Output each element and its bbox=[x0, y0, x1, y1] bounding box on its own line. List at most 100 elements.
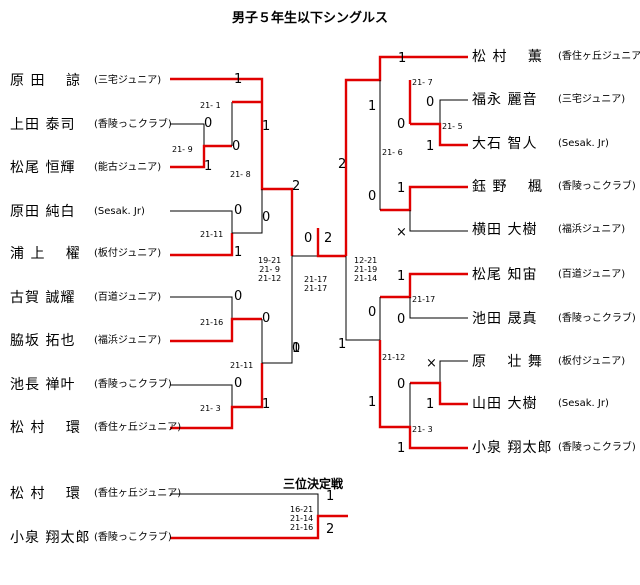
right-player-team: (香陵っこクラブ) bbox=[558, 313, 636, 324]
match-score: 21-16 bbox=[200, 318, 224, 327]
left-player-name: 原 田 諒 bbox=[10, 73, 81, 89]
right-player-team: (板付ジュニア) bbox=[558, 356, 626, 367]
third-place-player-name: 松 村 環 bbox=[10, 486, 81, 502]
bracket-line bbox=[345, 256, 381, 341]
bracket-line bbox=[316, 228, 346, 258]
right-player-team: (香陵っこクラブ) bbox=[558, 442, 636, 453]
game-mark: 1 bbox=[368, 395, 377, 410]
third-place-mark: 2 bbox=[326, 522, 335, 537]
game-mark: 1 bbox=[338, 337, 347, 352]
bracket-line bbox=[170, 123, 205, 146]
game-mark: 0 bbox=[426, 95, 435, 110]
bracket-line bbox=[170, 363, 264, 430]
game-mark: 1 bbox=[368, 99, 377, 114]
game-mark: 1 bbox=[426, 397, 435, 412]
match-score: 12-21 21-19 21-14 bbox=[354, 256, 378, 283]
match-score: 21- 1 bbox=[200, 101, 221, 110]
left-player-name: 浦 上 櫂 bbox=[10, 246, 81, 262]
game-mark: 2 bbox=[292, 179, 301, 194]
match-score: 21- 9 bbox=[172, 145, 193, 154]
left-player-name: 古賀 誠耀 bbox=[10, 290, 76, 306]
game-mark: 1 bbox=[398, 51, 407, 66]
bracket-line bbox=[170, 493, 319, 516]
right-player-team: (三宅ジュニア) bbox=[558, 94, 626, 105]
game-mark: 1 bbox=[397, 269, 406, 284]
match-score: 16-21 21-14 21-16 bbox=[290, 505, 314, 532]
right-player-name: 横田 大樹 bbox=[472, 222, 538, 238]
game-mark: 0 bbox=[232, 139, 241, 154]
game-mark: 0 bbox=[262, 210, 271, 225]
bracket-line bbox=[380, 185, 468, 212]
bracket-line bbox=[409, 297, 468, 319]
game-mark: 1 bbox=[204, 159, 213, 174]
game-mark: 0 bbox=[234, 203, 243, 218]
left-player-team: (三宅ジュニア) bbox=[94, 75, 162, 86]
right-player-team: (香住ヶ丘ジュニア) bbox=[558, 51, 640, 62]
left-player-team: (板付ジュニア) bbox=[94, 248, 162, 259]
bracket-line bbox=[170, 317, 262, 343]
game-mark: 1 bbox=[234, 72, 243, 87]
left-player-name: 池長 禅叶 bbox=[10, 377, 76, 393]
final-mark: 2 bbox=[324, 231, 333, 246]
match-score: 21-11 bbox=[230, 361, 254, 370]
left-player-name: 松 村 環 bbox=[10, 420, 81, 436]
bracket-line bbox=[170, 77, 264, 123]
bracket-line bbox=[170, 210, 233, 233]
match-score: 19-21 21- 9 21-12 bbox=[258, 256, 282, 283]
right-player-name: 池田 晟真 bbox=[472, 311, 538, 327]
right-player-name: 松 村 薫 bbox=[472, 49, 543, 65]
left-player-name: 上田 泰司 bbox=[10, 117, 76, 133]
match-score: 21-17 bbox=[412, 295, 436, 304]
right-player-name: 原 壮 舞 bbox=[472, 354, 543, 370]
bracket-line bbox=[262, 256, 293, 364]
game-mark: 0 bbox=[397, 312, 406, 327]
game-mark: 0 bbox=[292, 341, 301, 356]
left-player-name: 原田 純白 bbox=[10, 204, 76, 220]
left-player-team: (能古ジュニア) bbox=[94, 162, 162, 173]
bracket-line bbox=[378, 340, 468, 450]
game-mark: × bbox=[426, 356, 437, 371]
final-mark: 0 bbox=[304, 231, 313, 246]
bracket-line bbox=[439, 99, 468, 124]
third-place-player-team: (香住ヶ丘ジュニア) bbox=[94, 488, 182, 499]
match-score: 21- 6 bbox=[382, 148, 403, 157]
right-player-team: (Sesak. Jr) bbox=[558, 398, 609, 409]
game-mark: 0 bbox=[368, 305, 377, 320]
right-player-name: 福永 麗音 bbox=[472, 92, 538, 108]
game-mark: × bbox=[396, 225, 407, 240]
right-player-team: (Sesak. Jr) bbox=[558, 138, 609, 149]
match-score: 21- 3 bbox=[200, 404, 221, 413]
match-score: 21- 5 bbox=[442, 122, 463, 131]
game-mark: 1 bbox=[426, 139, 435, 154]
right-player-name: 松尾 知宙 bbox=[472, 267, 538, 283]
left-player-team: (香陵っこクラブ) bbox=[94, 119, 172, 130]
right-player-name: 山田 大樹 bbox=[472, 396, 538, 412]
bracket-line bbox=[410, 381, 468, 406]
bracket-line bbox=[170, 384, 233, 407]
third-place-player-name: 小泉 翔太郎 bbox=[10, 530, 91, 546]
game-mark: 0 bbox=[397, 117, 406, 132]
game-mark: 1 bbox=[397, 441, 406, 456]
left-player-team: (百道ジュニア) bbox=[94, 292, 162, 303]
left-player-team: (Sesak. Jr) bbox=[94, 206, 145, 217]
right-player-team: (百道ジュニア) bbox=[558, 269, 626, 280]
third-place-player-team: (香陵っこクラブ) bbox=[94, 532, 172, 543]
bracket-line bbox=[170, 144, 232, 169]
game-mark: 0 bbox=[397, 377, 406, 392]
bracket-line bbox=[409, 210, 468, 232]
game-mark: 1 bbox=[262, 397, 271, 412]
game-mark: 0 bbox=[234, 289, 243, 304]
page-title: 男子５年生以下シングルス bbox=[232, 11, 389, 26]
left-player-team: (福浜ジュニア) bbox=[94, 335, 162, 346]
left-player-name: 松尾 恒輝 bbox=[10, 160, 76, 176]
bracket-line bbox=[439, 360, 468, 383]
bracket-line bbox=[232, 189, 263, 234]
left-player-team: (香住ヶ丘ジュニア) bbox=[94, 422, 182, 433]
bracket-line bbox=[344, 55, 468, 256]
game-mark: 2 bbox=[338, 157, 347, 172]
right-player-team: (香陵っこクラブ) bbox=[558, 181, 636, 192]
right-player-name: 小泉 翔太郎 bbox=[472, 440, 553, 456]
game-mark: 0 bbox=[368, 189, 377, 204]
